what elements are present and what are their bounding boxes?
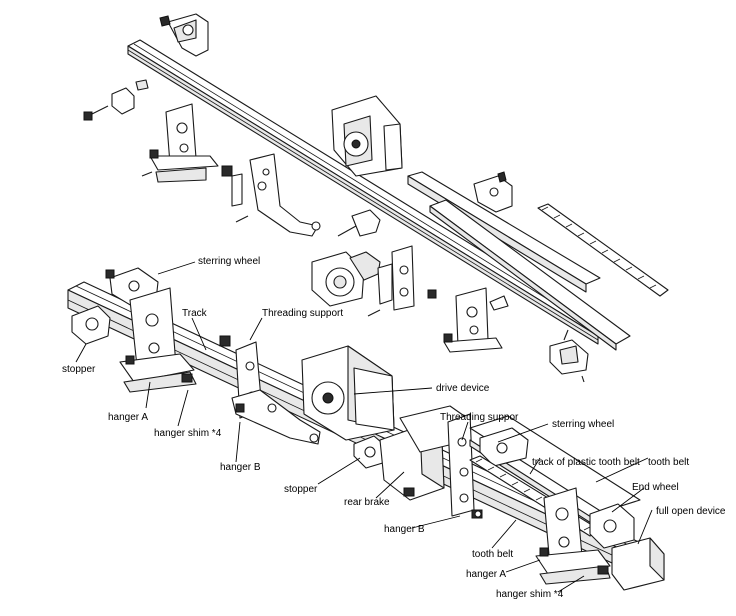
upper-steering-wheel-right (473, 171, 513, 213)
label-sterring-wheel-top: sterring wheel (198, 256, 260, 267)
lower-hanger-a-left (119, 287, 197, 393)
label-tooth-belt-top: tooth belt (648, 457, 689, 468)
lower-hanger-b-left (231, 389, 321, 445)
upper-bolt-and-stopper (83, 79, 149, 121)
lower-full-open-device (611, 537, 665, 591)
label-hanger-shim-left: hanger shim *4 (154, 428, 222, 439)
label-sterring-wheel-right: sterring wheel (552, 419, 614, 430)
lower-threading-support-right (399, 405, 475, 517)
lower-end-wheel (589, 503, 635, 549)
lower-steering-wheel-right (479, 427, 529, 467)
label-drive-device: drive device (436, 383, 490, 394)
label-rear-brake: rear brake (344, 497, 390, 508)
lower-drive-device (301, 345, 395, 441)
upper-track-rail (127, 39, 611, 345)
upper-hanger-a-right (443, 287, 509, 353)
label-threading-support: Threading support (262, 308, 343, 319)
upper-hanger-a (141, 103, 219, 183)
label-end-wheel: End wheel (632, 482, 679, 493)
label-hanger-a-left: hanger A (108, 412, 148, 423)
upper-threading-support (367, 245, 437, 317)
label-hanger-b-left: hanger B (220, 462, 261, 473)
lower-stopper-left (71, 305, 111, 345)
lower-hanger-b-right (471, 509, 483, 519)
upper-full-open-device (549, 329, 589, 383)
upper-tooth-belt (537, 203, 669, 297)
label-stopper-mid: stopper (284, 484, 318, 495)
label-hanger-a-right: hanger A (466, 569, 506, 580)
label-full-open-device: full open device (656, 506, 726, 517)
label-track-plastic-belt: track of plastic tooth belt (532, 457, 640, 468)
upper-drive-bracket (331, 95, 403, 177)
leader-lines (75, 261, 653, 593)
upper-stopper-center (337, 209, 381, 237)
label-tooth-belt-bottom: tooth belt (472, 549, 513, 560)
label-track: Track (182, 308, 208, 319)
callout-labels: sterring wheel Track Threading support s… (62, 256, 726, 600)
label-hanger-shim-right: hanger shim *4 (496, 589, 564, 600)
label-threading-suppor: Threading suppor (440, 412, 519, 423)
upper-channel-track-right (429, 199, 631, 351)
top-steering-wheel-part (159, 13, 209, 57)
upper-hanger-b (221, 153, 321, 237)
label-hanger-b-right: hanger B (384, 524, 425, 535)
upper-drive-motor (311, 251, 381, 307)
lower-hanger-a-right (535, 487, 611, 585)
label-stopper-left: stopper (62, 364, 96, 375)
